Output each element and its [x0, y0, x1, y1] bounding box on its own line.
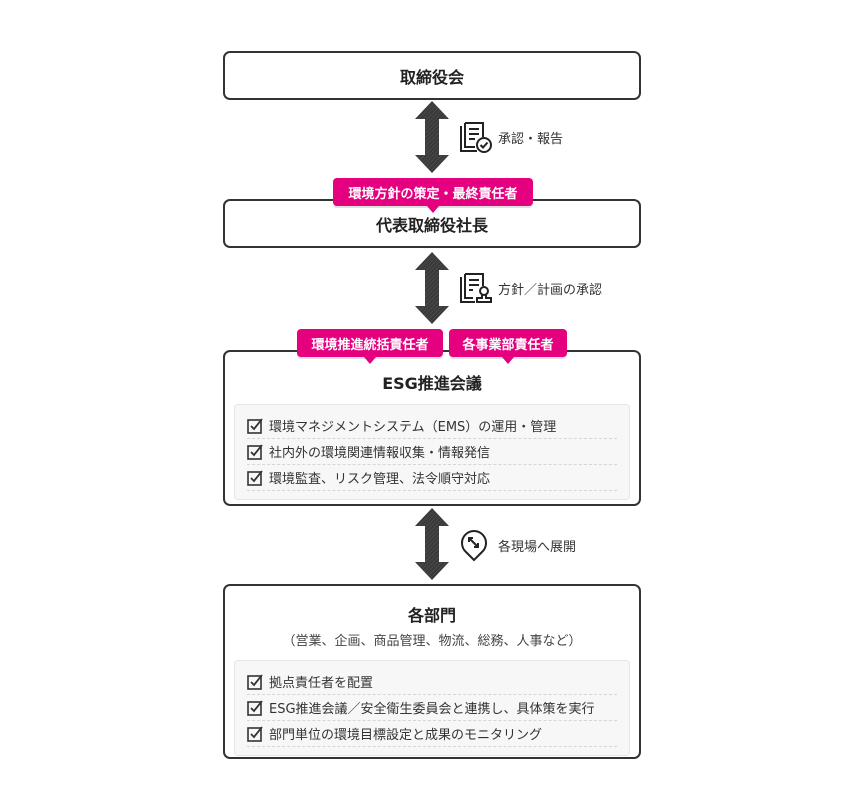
checklist-item-text: 拠点責任者を配置: [269, 676, 374, 691]
node-departments-title: 各部門: [407, 606, 456, 625]
connector-label-3: 各現場へ展開: [459, 528, 576, 562]
checklist-item: 部門単位の環境目標設定と成果のモニタリング: [247, 721, 617, 747]
checkbox-checked-icon: [247, 699, 263, 716]
checkbox-checked-icon: [247, 725, 263, 742]
role-tag-env-lead-text: 環境推進統括責任者: [311, 337, 429, 353]
node-departments: 各部門 （営業、企画、商品管理、物流、総務、人事など） 拠点責任者を配置 ESG…: [223, 584, 641, 759]
connector-label-2-text: 方針／計画の承認: [498, 282, 603, 298]
double-arrow-icon: [415, 252, 449, 324]
departments-checklist: 拠点責任者を配置 ESG推進会議／安全衛生委員会と連携し、具体策を実行 部門単位…: [234, 660, 630, 756]
connector-label-2: 方針／計画の承認: [459, 272, 602, 304]
checklist-item-text: ESG推進会議／安全衛生委員会と連携し、具体策を実行: [269, 702, 595, 717]
checklist-item: 社内外の環境関連情報収集・情報発信: [247, 439, 617, 465]
node-president-title: 代表取締役社長: [375, 215, 488, 235]
checkbox-checked-icon: [247, 673, 263, 690]
role-tag-president-text: 環境方針の策定・最終責任者: [348, 186, 518, 202]
checklist-item-text: 部門単位の環境目標設定と成果のモニタリング: [269, 728, 543, 743]
connector-label-3-text: 各現場へ展開: [498, 539, 577, 555]
double-arrow-icon: [415, 508, 449, 580]
role-tag-division-lead: 各事業部責任者: [449, 329, 567, 364]
node-president: 代表取締役社長: [223, 199, 641, 248]
checklist-item: ESG推進会議／安全衛生委員会と連携し、具体策を実行: [247, 695, 617, 721]
checkbox-checked-icon: [247, 469, 263, 486]
checkbox-checked-icon: [247, 417, 263, 434]
checklist-item-text: 環境マネジメントシステム（EMS）の運用・管理: [269, 420, 557, 435]
document-check-icon: [460, 122, 492, 153]
checklist-item: 環境マネジメントシステム（EMS）の運用・管理: [247, 413, 617, 439]
checklist-item-text: 社内外の環境関連情報収集・情報発信: [269, 446, 491, 461]
node-board: 取締役会: [223, 51, 641, 100]
double-arrow-icon: [415, 101, 449, 173]
node-esg-council-title: ESG推進会議: [382, 374, 482, 393]
connector-label-1: 承認・報告: [459, 121, 563, 153]
bidirectional-arrow-1: [415, 101, 449, 173]
node-board-title: 取締役会: [399, 67, 464, 87]
bidirectional-arrow-3: [415, 508, 449, 580]
esg-council-checklist: 環境マネジメントシステム（EMS）の運用・管理 社内外の環境関連情報収集・情報発…: [234, 404, 630, 500]
role-tag-env-lead: 環境推進統括責任者: [297, 329, 443, 364]
document-stamp-icon: [460, 273, 492, 303]
role-tag-president: 環境方針の策定・最終責任者: [333, 178, 533, 213]
checkbox-checked-icon: [247, 443, 263, 460]
bidirectional-arrow-2: [415, 252, 449, 324]
role-tag-division-lead-text: 各事業部責任者: [462, 337, 554, 353]
map-pin-expand-icon: [461, 530, 487, 562]
node-departments-subtitle: （営業、企画、商品管理、物流、総務、人事など）: [282, 634, 582, 649]
checklist-item-text: 環境監査、リスク管理、法令順守対応: [269, 472, 491, 487]
checklist-item: 拠点責任者を配置: [247, 669, 617, 695]
checklist-item: 環境監査、リスク管理、法令順守対応: [247, 465, 617, 491]
connector-label-1-text: 承認・報告: [498, 131, 564, 147]
node-esg-council: ESG推進会議 環境マネジメントシステム（EMS）の運用・管理 社内外の環境関連…: [223, 350, 641, 506]
